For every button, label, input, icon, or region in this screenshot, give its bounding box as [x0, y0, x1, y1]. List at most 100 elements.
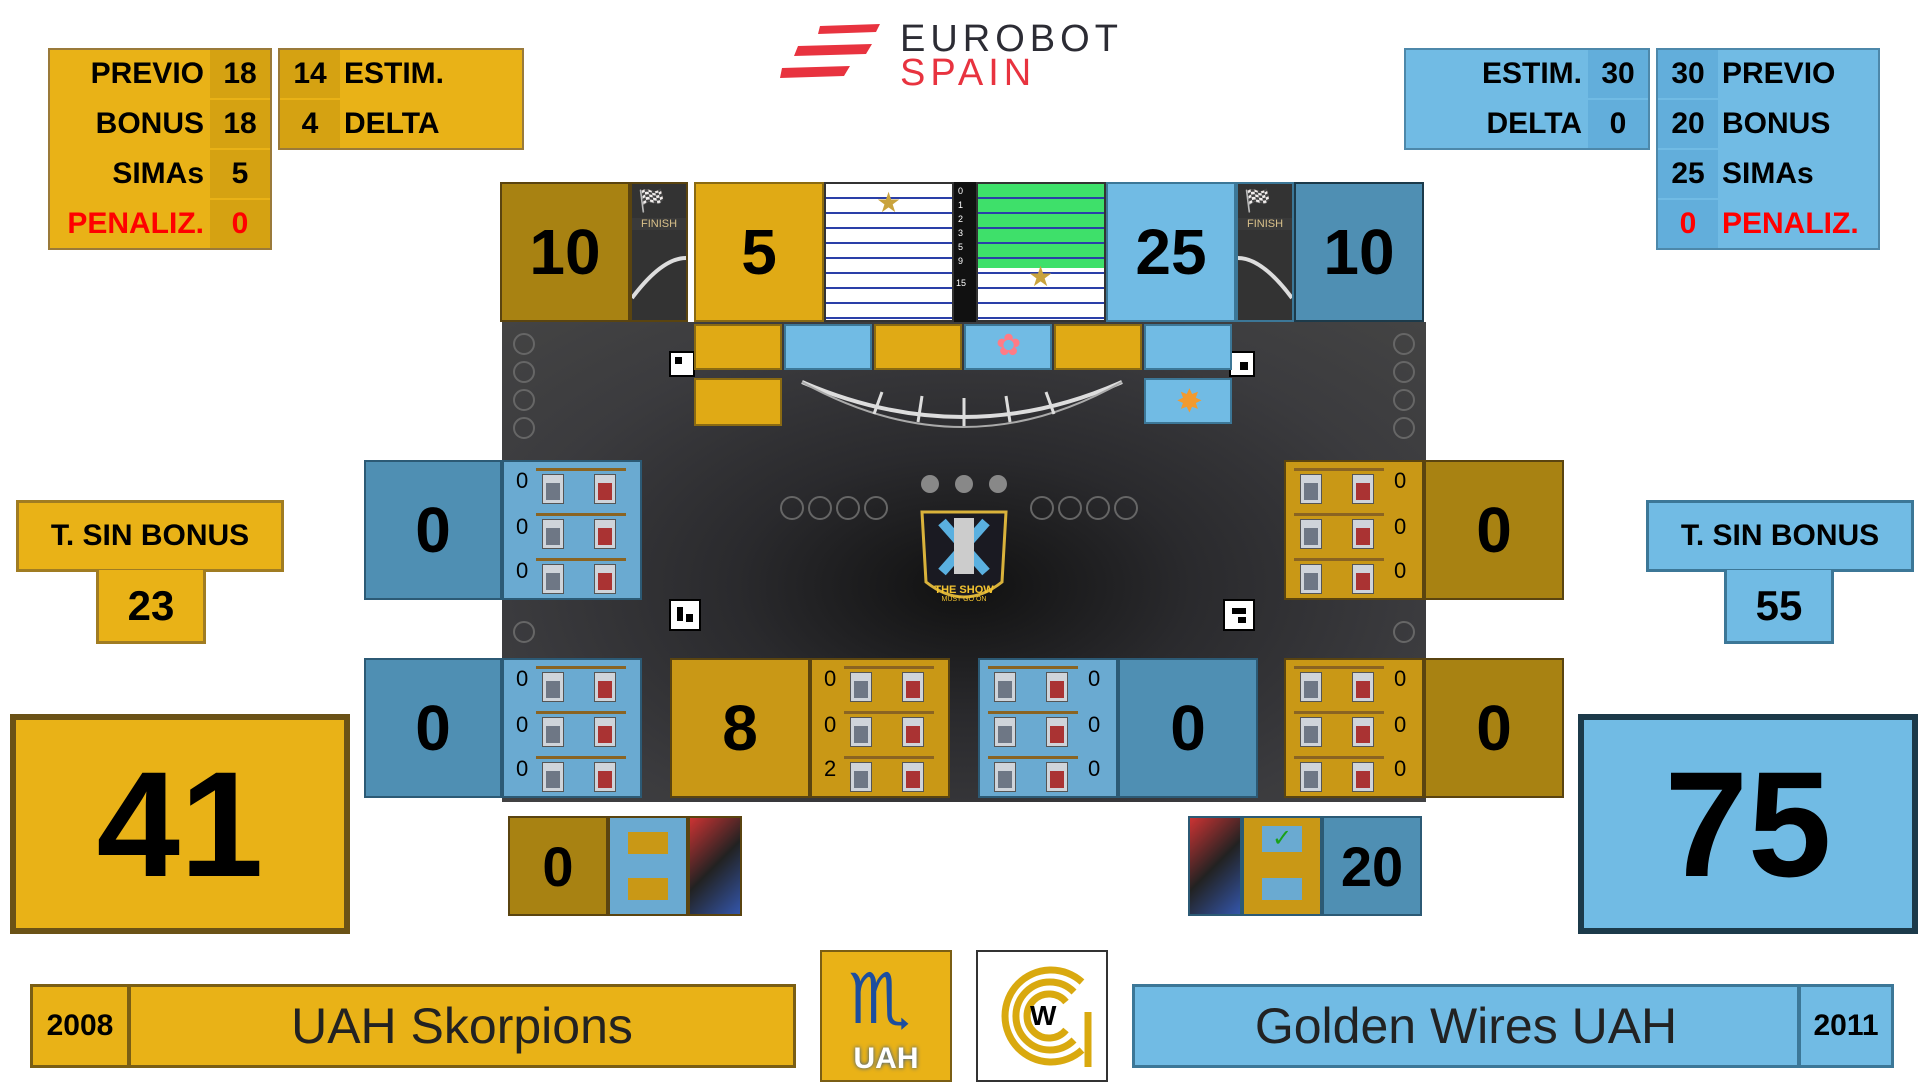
rack-shelf [1294, 513, 1384, 516]
can-icon [1300, 519, 1322, 549]
rack-count: 0 [516, 712, 529, 737]
can-icon [902, 672, 924, 702]
scale-label: 15 [956, 278, 967, 288]
rack-shelf [844, 711, 934, 714]
right-bonus-label: BONUS [1718, 100, 1878, 148]
right-finish-label: FINISH [1238, 218, 1292, 230]
can-icon [1352, 672, 1374, 702]
right-banner-slot-bottom [1262, 878, 1302, 900]
left-sin-bonus-label: T. SIN BONUS [16, 500, 284, 572]
can-icon [1300, 564, 1322, 594]
can-icon [1352, 519, 1374, 549]
right-delta-label: DELTA [1406, 100, 1588, 148]
can-icon [994, 672, 1016, 702]
can-icon [1300, 672, 1322, 702]
scale-label: 9 [958, 256, 964, 266]
rack-count: 0 [1394, 468, 1407, 493]
left-team-year: 2008 [30, 984, 130, 1068]
rack-count: 0 [824, 712, 837, 737]
golden-wires-logo-icon [1001, 966, 1092, 1067]
rack-shelf [844, 666, 934, 669]
stage-r2-midleft-score: 8 [670, 658, 810, 798]
scale-labels: 0 1 2 3 5 9 15 [954, 182, 976, 322]
rack-shelf [1294, 468, 1384, 471]
rack-shelf [844, 756, 934, 759]
rack-shelf [988, 711, 1078, 714]
rack-count: 0 [516, 468, 529, 493]
can-icon [902, 717, 924, 747]
left-simas-score: 5 [694, 182, 824, 322]
right-team-logo: W [976, 950, 1108, 1082]
left-estim-label: ESTIM. [340, 50, 522, 98]
left-total-score: 41 [10, 714, 350, 934]
eurobot-logo: EUROBOT SPAIN [780, 18, 1160, 94]
rack-count: 0 [1394, 514, 1407, 539]
left-team-logo-text: UAH [853, 1042, 919, 1075]
right-banner-card-icon [1188, 816, 1242, 916]
left-delta-value: 4 [280, 100, 340, 148]
rack-count: 0 [516, 514, 529, 539]
scale-label: 1 [958, 200, 964, 210]
can-icon [542, 672, 564, 702]
rack-shelf [536, 468, 626, 471]
can-icon [1352, 717, 1374, 747]
field-tile-yellow-1 [694, 324, 782, 370]
left-banner-slot-top [628, 832, 668, 854]
can-icon [594, 762, 616, 792]
field-decorations [513, 333, 1415, 643]
rack-count: 0 [1394, 712, 1407, 737]
right-sin-bonus-value: 55 [1724, 570, 1834, 644]
right-sin-bonus-label: T. SIN BONUS [1646, 500, 1914, 572]
can-icon [542, 717, 564, 747]
left-finish-area: 🏁 FINISH [630, 182, 688, 322]
stage-r2-right-score: 0 [1424, 658, 1564, 798]
can-icon [542, 762, 564, 792]
right-finish-track [1238, 256, 1292, 300]
right-scale-star-icon: ★ [1028, 261, 1054, 292]
field-tile-yellow-4 [694, 378, 782, 426]
left-team-logo: ♏ UAH [820, 950, 952, 1082]
rack-shelf [536, 513, 626, 516]
scale-label: 5 [958, 242, 964, 252]
right-finish-flag-icon: 🏁 [1244, 188, 1272, 213]
scale-left-striped: ★ [824, 182, 954, 322]
field-tile-blue-2: ✿ [964, 324, 1052, 370]
right-previo-label: PREVIO [1718, 50, 1878, 98]
right-banner-check: ✓ [1262, 826, 1302, 852]
can-icon [850, 762, 872, 792]
can-icon [594, 519, 616, 549]
right-banner-score: 20 [1322, 816, 1422, 916]
rack-shelf [1294, 711, 1384, 714]
rack-shelf [988, 666, 1078, 669]
left-bonus-label: BONUS [50, 100, 210, 148]
can-icon [850, 717, 872, 747]
left-banner-slot-bottom [628, 878, 668, 900]
right-bonus-value: 20 [1658, 100, 1718, 148]
can-icon [1046, 762, 1068, 792]
right-banner-slots: ✓ [1242, 816, 1322, 916]
rack-shelf [536, 756, 626, 759]
right-estim-value: 30 [1588, 50, 1648, 98]
left-previo-label: PREVIO [50, 50, 210, 98]
can-icon [994, 762, 1016, 792]
can-icon [850, 672, 872, 702]
right-simas-label: SIMAs [1718, 150, 1878, 198]
eurobot-logo-mark [780, 24, 880, 78]
left-finish-flag-icon: 🏁 [638, 188, 666, 213]
can-icon [1352, 564, 1374, 594]
can-icon [1352, 762, 1374, 792]
orange-star-icon: ✸ [1176, 383, 1203, 419]
right-finish-score: 10 [1294, 182, 1424, 322]
left-simas-value: 5 [210, 150, 270, 198]
rack-count: 0 [1088, 666, 1101, 691]
left-banner-slots [608, 816, 688, 916]
right-team-year: 2011 [1798, 984, 1894, 1068]
center-crest-line1: THE SHOW [934, 584, 994, 596]
right-previo-value: 30 [1658, 50, 1718, 98]
right-team-logo-text: W [1030, 1000, 1057, 1031]
field-tile-yellow-3 [1054, 324, 1142, 370]
right-total-score: 75 [1578, 714, 1918, 934]
left-estim-value: 14 [280, 50, 340, 98]
right-finish-area: 🏁 FINISH [1236, 182, 1294, 322]
field-tile-blue-4: ✸ [1144, 378, 1232, 424]
